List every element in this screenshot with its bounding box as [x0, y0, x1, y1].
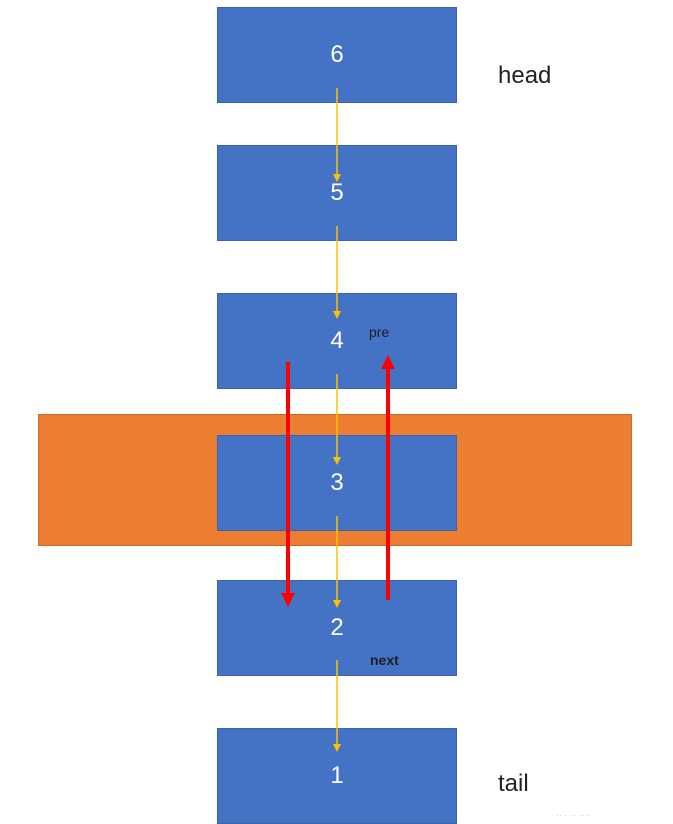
node-3-value: 3 — [330, 469, 344, 496]
node-1-value: 1 — [330, 762, 344, 789]
node-6: 6 — [217, 7, 457, 103]
node-4-value: 4 — [330, 327, 344, 354]
node-5-value: 5 — [330, 179, 344, 206]
next-label: next — [370, 652, 399, 668]
head-label: head — [498, 62, 552, 89]
node-5: 5 — [217, 145, 457, 241]
node-6-value: 6 — [330, 41, 344, 68]
pre-label: pre — [369, 324, 390, 340]
watermark: ·· · ·· ·· · — [556, 810, 590, 820]
tail-label: tail — [498, 770, 529, 797]
node-2-value: 2 — [330, 614, 344, 641]
